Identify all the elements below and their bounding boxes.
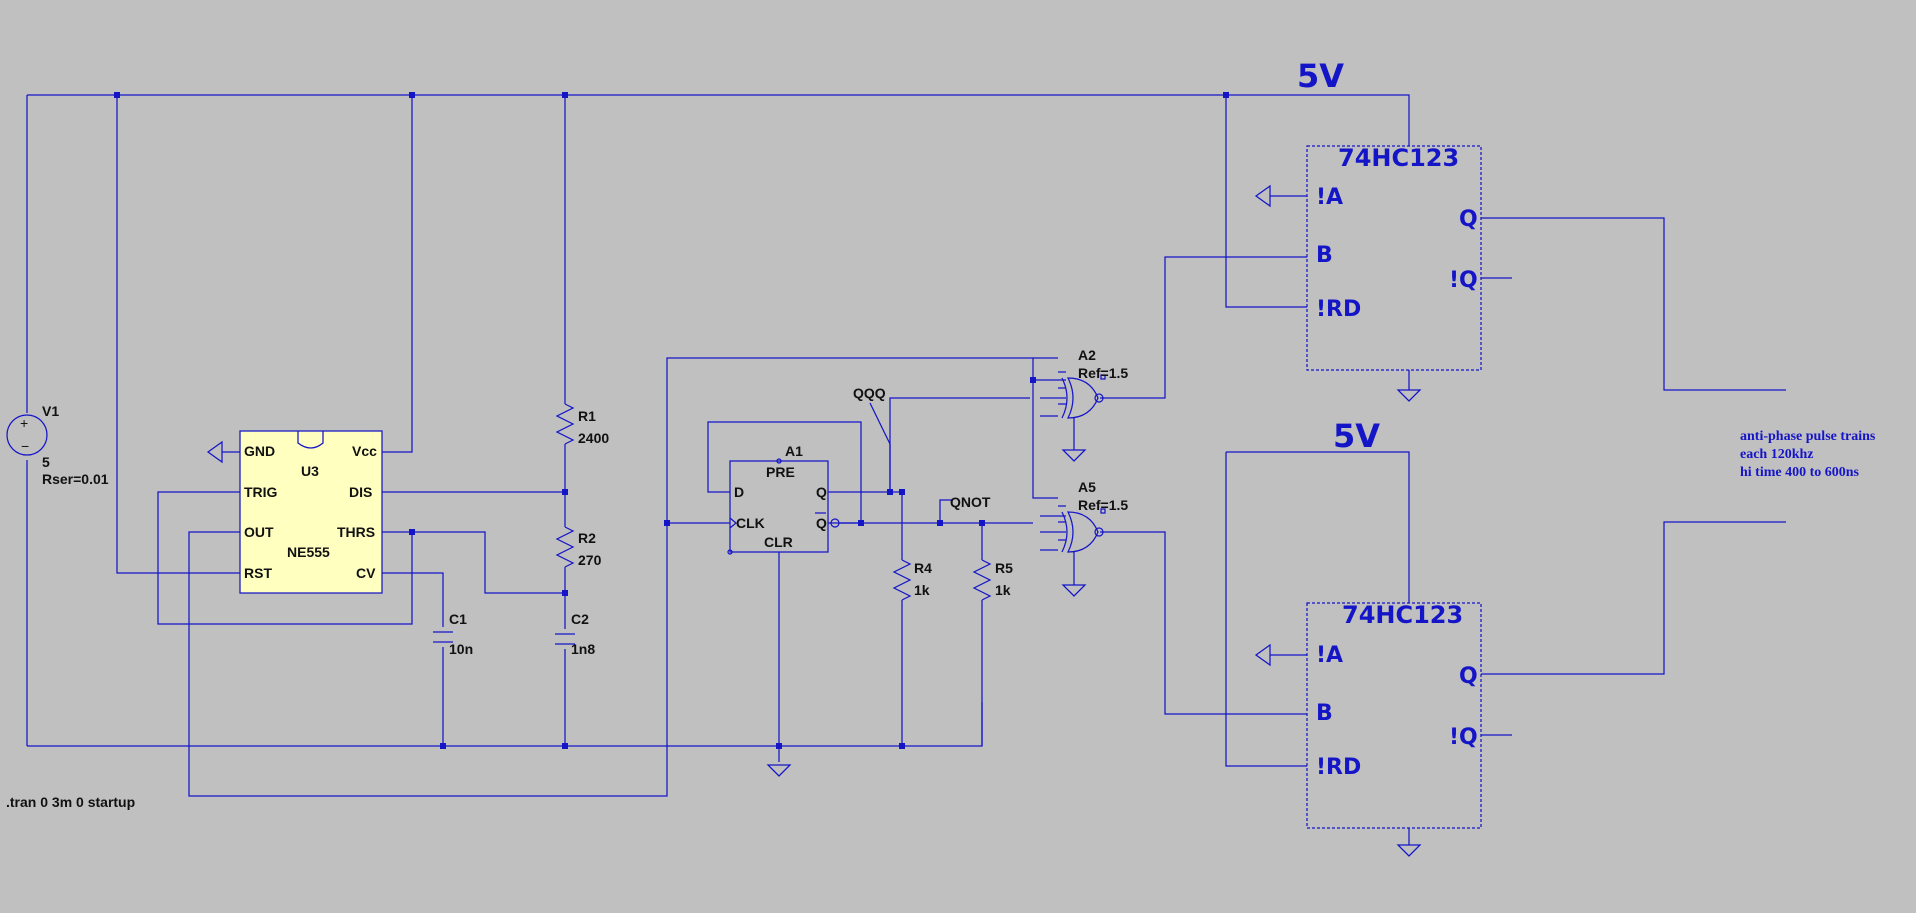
ic-bottom-pin-qn: !Q — [1449, 725, 1478, 750]
r4-ref: R4 — [914, 560, 932, 576]
capacitor-c2: C2 1n8 — [555, 611, 595, 657]
u3-ref: U3 — [301, 463, 319, 479]
u3-pin-out: OUT — [244, 524, 274, 540]
u3-pin-thrs: THRS — [337, 524, 375, 540]
r5-value: 1k — [995, 582, 1011, 598]
rail-label-bottom: 5V — [1333, 417, 1380, 455]
c1-value: 10n — [449, 641, 473, 657]
resistor-r2: R2 270 — [555, 526, 602, 568]
voltage-source-v1: + − V1 5 Rser=0.01 — [6, 403, 109, 487]
a1-pin-clk: CLK — [736, 515, 765, 531]
c2-ref: C2 — [571, 611, 589, 627]
ic-top-pin-q: Q — [1459, 207, 1478, 232]
note-line-3: hi time 400 to 600ns — [1740, 465, 1860, 480]
u3-pin-rst: RST — [244, 565, 272, 581]
capacitor-c1: C1 10n — [433, 611, 473, 657]
r1-ref: R1 — [578, 408, 596, 424]
net-label-qqq: QQQ — [853, 385, 886, 401]
note-line-1: anti-phase pulse trains — [1740, 429, 1876, 444]
u3-part: NE555 — [287, 544, 330, 560]
resistor-r4: R4 1k — [892, 559, 932, 601]
ic-top-pin-b: B — [1316, 243, 1333, 268]
ic-top-part: 74HC123 — [1338, 144, 1459, 172]
wires — [26, 94, 1786, 845]
a5-ref: A5 — [1078, 479, 1096, 495]
ic-bottom-pin-b: B — [1316, 701, 1333, 726]
resistor-r5: R5 1k — [972, 559, 1013, 601]
a1-pin-q: Q — [816, 484, 827, 500]
a1-pin-qbar: Q — [816, 515, 827, 531]
a1-ref: A1 — [785, 443, 803, 459]
a1-pin-d: D — [734, 484, 744, 500]
flip-flop-a1: A1 PRE D Q CLK Q CLR — [727, 443, 840, 555]
a1-pin-clr: CLR — [764, 534, 793, 550]
a5-param: Ref=1.5 — [1078, 497, 1128, 513]
svg-text:−: − — [21, 438, 29, 454]
ic-74hc123-top: 74HC123 !A Q B !Q !RD — [1254, 144, 1482, 371]
r4-value: 1k — [914, 582, 930, 598]
u3-pin-vcc: Vcc — [352, 443, 377, 459]
ic-bottom-pin-rd: !RD — [1316, 755, 1361, 780]
net-label-qnot: QNOT — [950, 494, 991, 510]
ic-top-pin-a: !A — [1316, 185, 1343, 210]
ic-bottom-pin-q: Q — [1459, 664, 1478, 689]
r2-ref: R2 — [578, 530, 596, 546]
u3-pin-gnd: GND — [244, 443, 275, 459]
r1-value: 2400 — [578, 430, 609, 446]
note-line-2: each 120khz — [1740, 447, 1814, 462]
v1-label: V1 — [42, 403, 59, 419]
ic-top-pin-rd: !RD — [1316, 297, 1361, 322]
a2-ref: A2 — [1078, 347, 1096, 363]
svg-text:+: + — [20, 415, 28, 431]
spice-directive: .tran 0 3m 0 startup — [6, 794, 135, 810]
rail-label-top: 5V — [1297, 57, 1344, 95]
v1-rser: Rser=0.01 — [42, 471, 109, 487]
u3-pin-cv: CV — [356, 565, 376, 581]
c1-ref: C1 — [449, 611, 467, 627]
resistor-r1: R1 2400 — [555, 403, 609, 446]
v1-value: 5 — [42, 454, 50, 470]
annotation-note: anti-phase pulse trains each 120khz hi t… — [1740, 429, 1876, 480]
junction-dots — [114, 92, 1229, 749]
gate-a2: A2 Ref=1.5 — [1040, 347, 1128, 419]
ic-ne555-u3: GND Vcc U3 TRIG DIS OUT THRS NE555 RST C… — [206, 430, 383, 594]
ground-symbols — [766, 389, 1422, 857]
ic-bottom-part: 74HC123 — [1342, 601, 1463, 629]
u3-pin-trig: TRIG — [244, 484, 278, 500]
ic-top-pin-qn: !Q — [1449, 268, 1478, 293]
a1-pin-pre: PRE — [766, 464, 795, 480]
ic-74hc123-bottom: 74HC123 !A Q B !Q !RD — [1254, 601, 1482, 829]
gate-a5: A5 Ref=1.5 — [1040, 479, 1128, 553]
a2-param: Ref=1.5 — [1078, 365, 1128, 381]
u3-pin-dis: DIS — [349, 484, 372, 500]
r2-value: 270 — [578, 552, 602, 568]
c2-value: 1n8 — [571, 641, 595, 657]
ic-bottom-pin-a: !A — [1316, 643, 1343, 668]
r5-ref: R5 — [995, 560, 1013, 576]
